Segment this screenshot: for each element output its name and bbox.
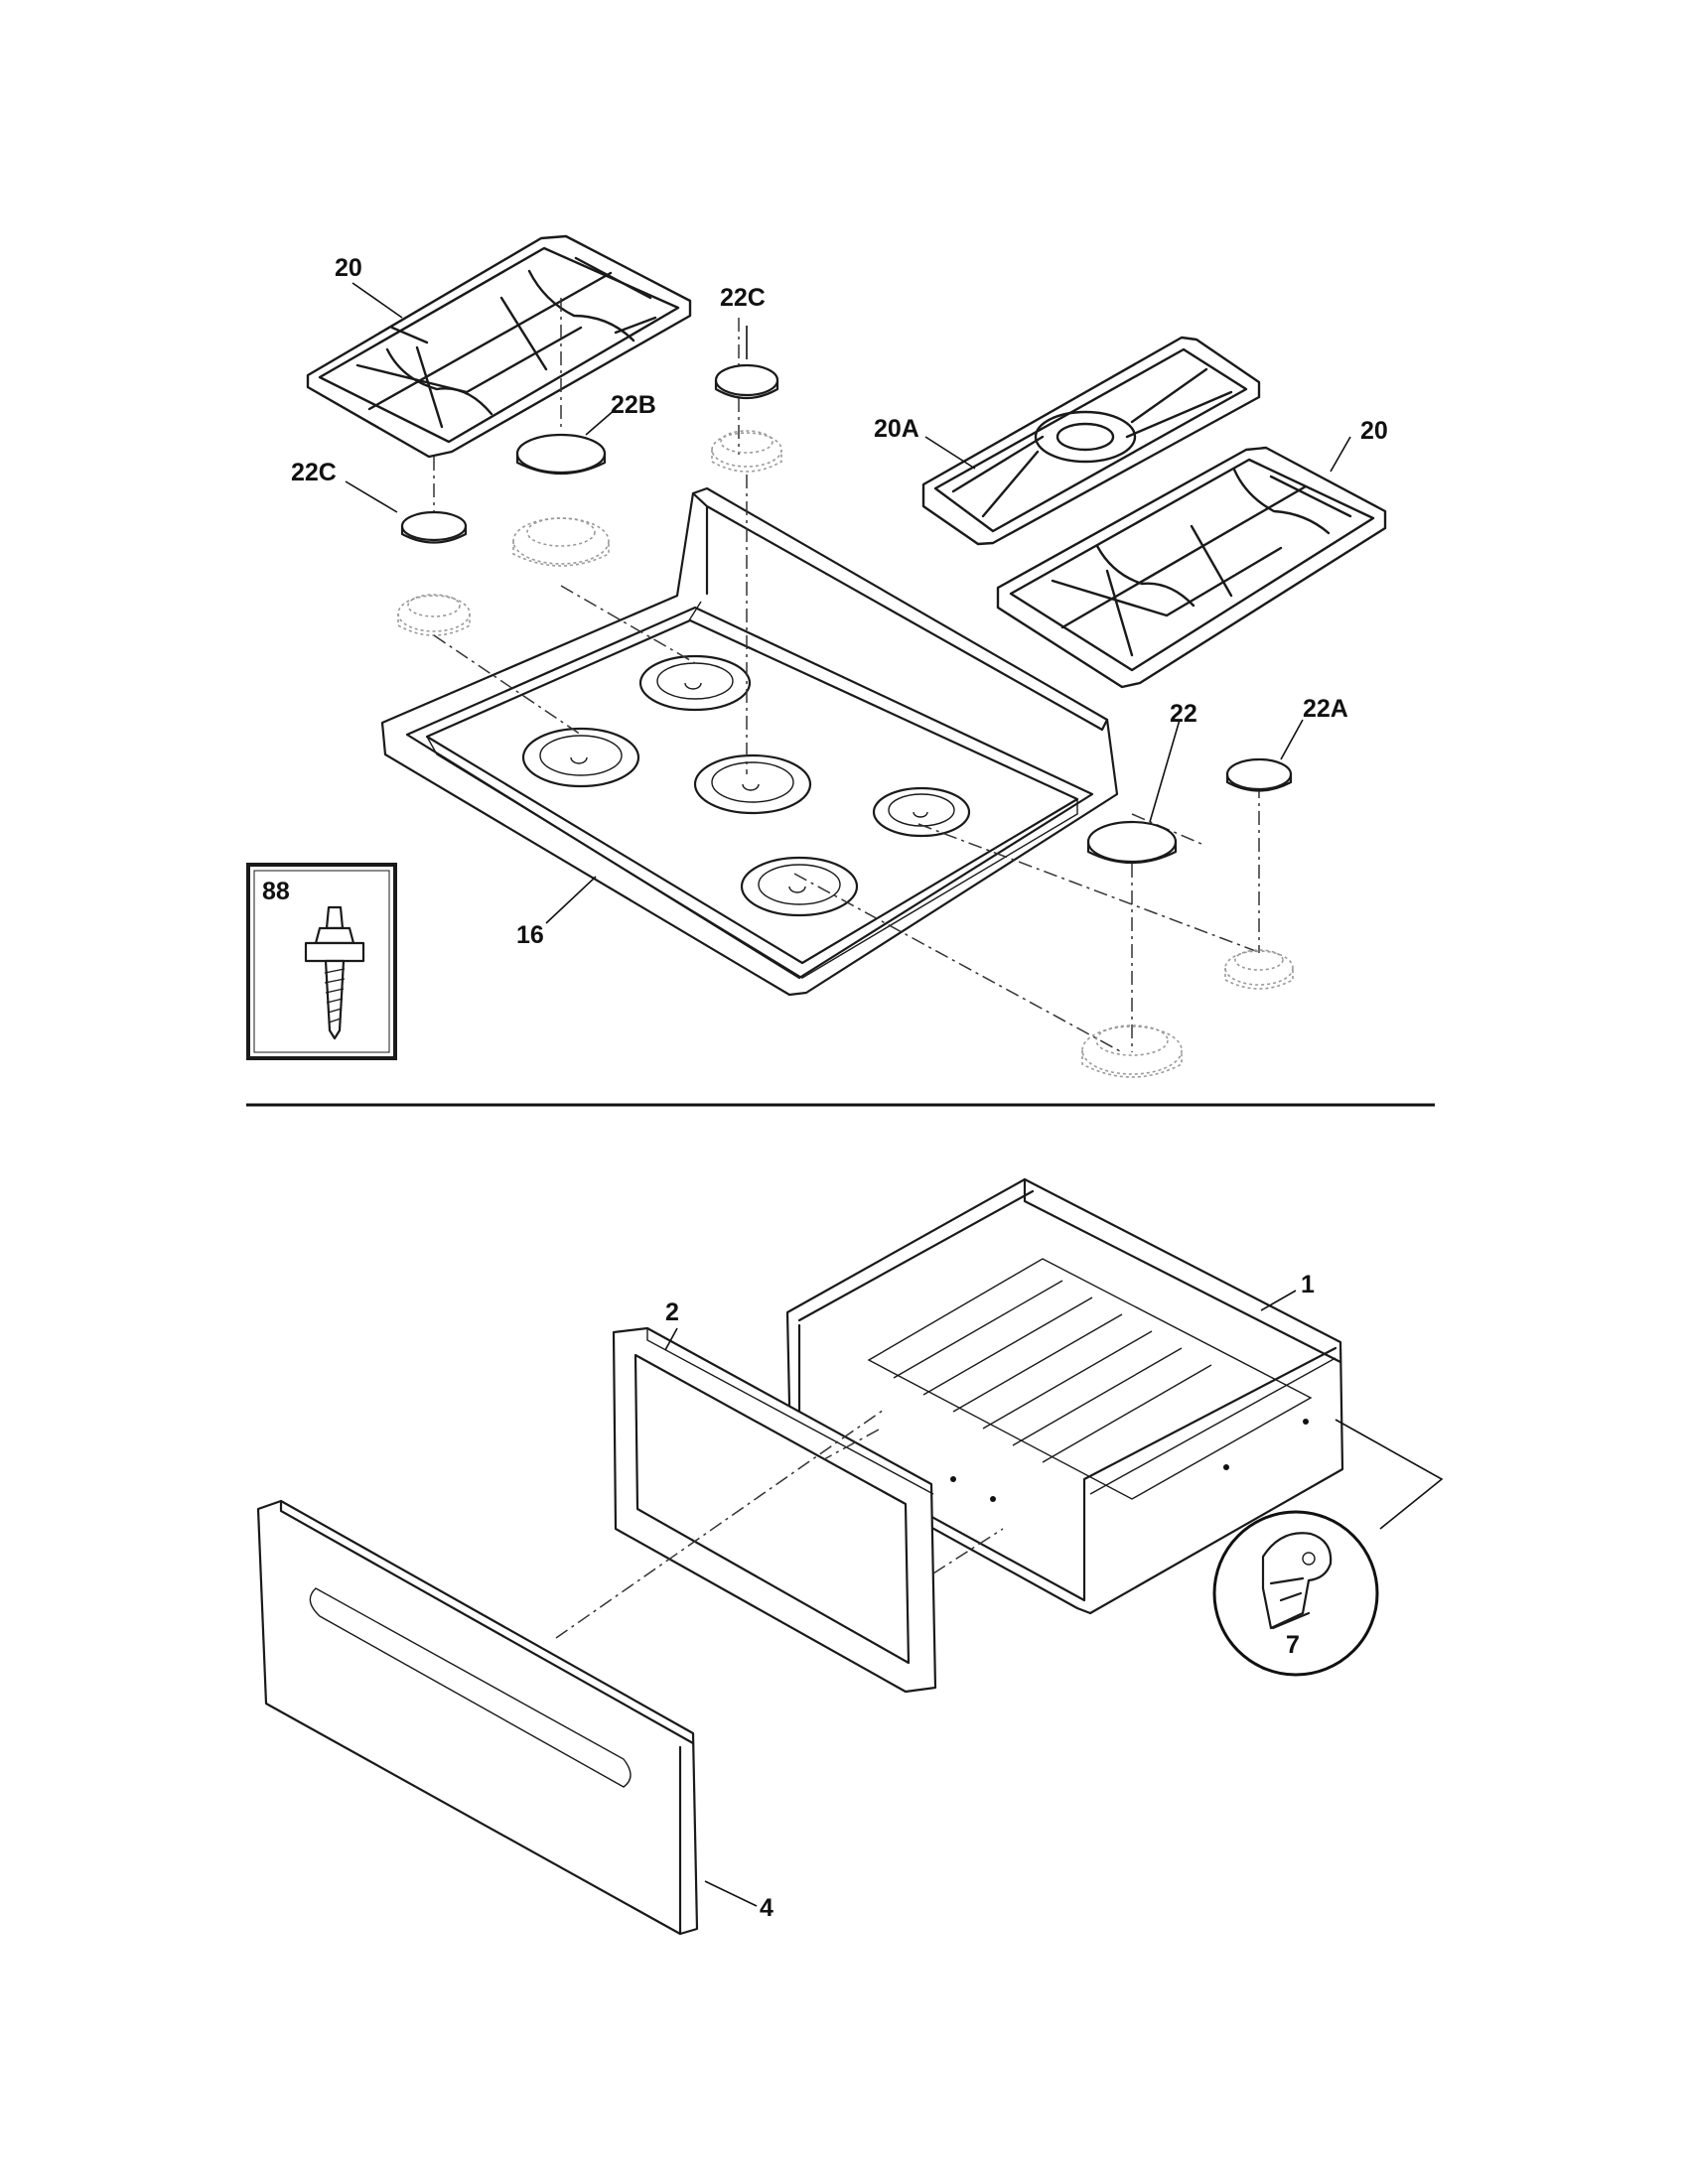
screw-inset-box-88 (246, 863, 397, 1060)
burner-cap-22a[interactable] (1225, 757, 1293, 792)
drawer-front-panel[interactable] (256, 1499, 699, 1936)
burner-head-phantom-top (711, 430, 782, 473)
drawer-clip-part-7[interactable] (1261, 1532, 1333, 1630)
burner-cap-22c-top[interactable] (714, 363, 779, 399)
burner-head-phantom-22c-left (397, 594, 471, 636)
drawer-clip-detail-circle (1212, 1419, 1444, 1677)
callout-16: 16 (516, 921, 544, 949)
callout-7: 7 (1286, 1631, 1300, 1659)
screw-part-88[interactable] (304, 905, 365, 1040)
right-burner-grate-20[interactable] (996, 446, 1387, 689)
burner-head-phantom-22 (1081, 1024, 1183, 1078)
callout-22a: 22A (1303, 695, 1348, 723)
callout-88: 88 (262, 878, 290, 905)
center-burner-grate-20a[interactable] (921, 336, 1261, 546)
burner-head-phantom-22a (1224, 949, 1294, 990)
callout-22: 22 (1170, 700, 1197, 728)
drawer-front-frame[interactable] (612, 1326, 937, 1694)
callout-4: 4 (760, 1894, 774, 1922)
burner-cap-22[interactable] (1086, 820, 1178, 865)
cooktop-main-top[interactable] (380, 486, 1119, 997)
burner-cap-22c-left[interactable] (400, 510, 468, 544)
callout-20-right: 20 (1360, 417, 1388, 445)
burner-cap-22b[interactable] (515, 433, 607, 476)
callout-22c-left: 22C (291, 459, 337, 486)
callout-20a: 20A (874, 415, 919, 443)
callout-22b: 22B (611, 391, 656, 419)
callout-2: 2 (665, 1298, 679, 1326)
left-burner-grate[interactable] (306, 234, 692, 459)
burner-head-phantom-22b (512, 517, 610, 567)
callout-1: 1 (1301, 1271, 1315, 1298)
callout-20-left: 20 (335, 254, 362, 282)
callout-22c-top: 22C (720, 284, 766, 312)
